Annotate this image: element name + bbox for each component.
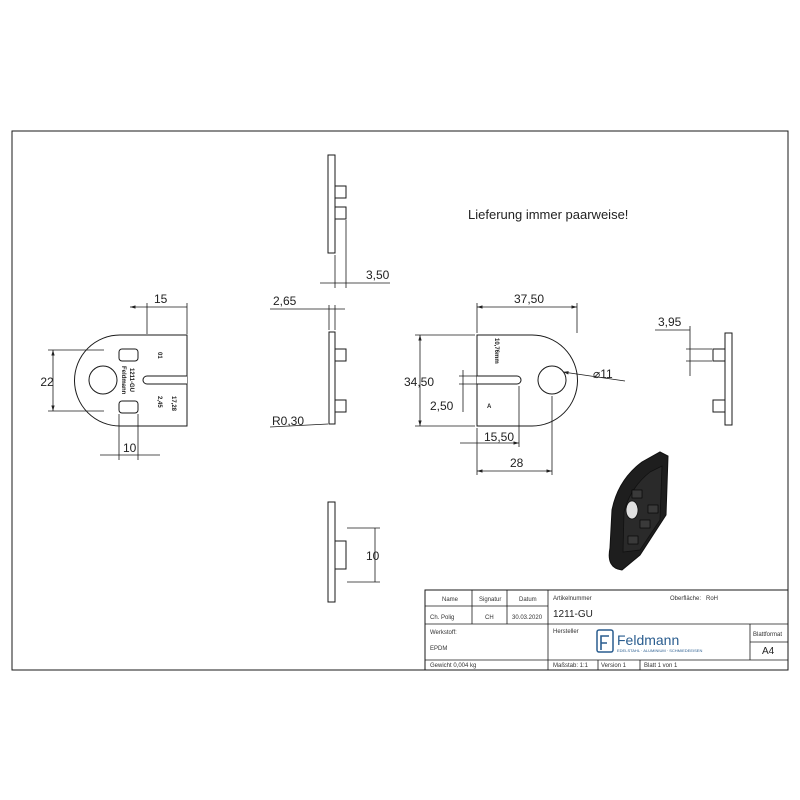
front-engraving-glass: 17,28 (170, 396, 176, 412)
surface-label: Oberfläche: (670, 596, 701, 602)
back-engraving-letter: A (487, 404, 492, 410)
dim-back-width: 37,50 (514, 292, 544, 306)
dim-back-hole-diameter: ⌀11 (593, 367, 613, 381)
back-view: 10,76mm A 37,50 34,50 2,50 15,50 28 ⌀11 (404, 292, 626, 475)
material-value: EPDM (430, 646, 447, 652)
iso-nub-4 (627, 535, 639, 545)
drawn-date: 30.03.2020 (512, 615, 543, 621)
header-datum: Datum (519, 597, 537, 603)
front-view-lower-slot (118, 400, 139, 414)
iso-hole (625, 500, 639, 520)
surface-value: RoH (706, 596, 718, 602)
dim-right-side-thickness: 3,95 (658, 315, 682, 329)
dim-back-hole-distance: 28 (510, 456, 524, 470)
side-top-plate (327, 154, 336, 254)
iso-nub-2 (647, 504, 659, 514)
side-top-nub-1 (334, 185, 347, 199)
sheet-frame (11, 130, 789, 671)
header-signatur: Signatur (479, 597, 501, 603)
dim-side-mid-radius: R0,30 (272, 414, 304, 428)
version: Version 1 (601, 663, 627, 669)
dim-front-height: 22 (40, 375, 54, 389)
back-engraving-size: 10,76mm (493, 338, 499, 364)
side-bottom-plate (327, 501, 336, 603)
iso-nub-1 (631, 489, 643, 499)
delivery-note: Lieferung immer paarweise! (468, 207, 628, 222)
drawn-by-name: Ch. Polig (430, 615, 454, 621)
dim-back-hole-pos: 15,50 (484, 430, 514, 444)
front-engraving-thickness: 2,45 (156, 396, 162, 408)
header-name: Name (442, 597, 459, 603)
front-view-upper-slot (118, 348, 139, 362)
iso-nub-3 (639, 519, 651, 529)
logo-mark-icon (596, 629, 614, 653)
back-view-slit (477, 375, 522, 385)
logo-text: Feldmann (617, 632, 679, 648)
title-block: Name Signatur Datum Ch. Polig CH 30.03.2… (424, 589, 789, 671)
logo-tagline: EDELSTAHL · ALUMINIUM · SCHMIEDEEISEN (617, 648, 702, 653)
dim-back-slot: 2,50 (430, 399, 454, 413)
front-view-slit (142, 375, 187, 385)
side-mid-plate (328, 331, 336, 425)
weight: Gewicht 0,004 kg (430, 663, 476, 669)
front-view: 01 Feldmann 1211-GU 2,45 17,28 15 22 10 (40, 292, 188, 460)
dim-back-height: 34,50 (404, 375, 434, 389)
drawn-by-signature: CH (485, 615, 494, 621)
sheet-number: Blatt 1 von 1 (644, 663, 678, 669)
front-view-outline (74, 334, 188, 427)
dim-side-mid-gap: 2,65 (273, 294, 297, 308)
feldmann-logo: Feldmann EDELSTAHL · ALUMINIUM · SCHMIED… (596, 629, 702, 653)
dim-front-width: 15 (154, 292, 168, 306)
front-view-hole (88, 365, 118, 395)
back-view-hole (537, 365, 567, 395)
dim-side-bottom-height: 10 (366, 549, 380, 563)
side-view-middle: 2,65 R0,30 (269, 294, 347, 428)
side-bottom-nub (334, 540, 347, 570)
iso-face (622, 465, 663, 553)
article-number: 1211-GU (553, 609, 593, 620)
sheet-format-label: Blattformat (753, 632, 782, 638)
dim-front-hole-spacing: 10 (123, 441, 137, 455)
side-mid-nub-2 (334, 399, 347, 413)
side-view-bottom: 10 (327, 501, 380, 603)
material-label: Werkstoff: (430, 630, 457, 636)
scale: Maßstab: 1:1 (553, 663, 589, 669)
right-side-plate (724, 332, 733, 426)
front-engraving-article: 1211-GU (128, 368, 134, 392)
dim-side-top-thickness: 3,50 (366, 268, 390, 282)
isometric-view (608, 451, 669, 571)
sheet-format: A4 (762, 646, 775, 657)
manufacturer-label: Hersteller (553, 629, 579, 635)
side-mid-nub-1 (334, 348, 347, 362)
front-engraving-01: 01 (156, 352, 162, 359)
right-side-nub-1 (712, 348, 726, 362)
article-number-label: Artikelnummer (553, 596, 592, 602)
side-view-top: 3,50 (320, 154, 390, 288)
side-view-right: 3,95 (655, 315, 733, 426)
right-side-nub-2 (712, 399, 726, 413)
front-engraving-brand: Feldmann (120, 366, 126, 395)
side-top-nub-2 (334, 206, 347, 220)
